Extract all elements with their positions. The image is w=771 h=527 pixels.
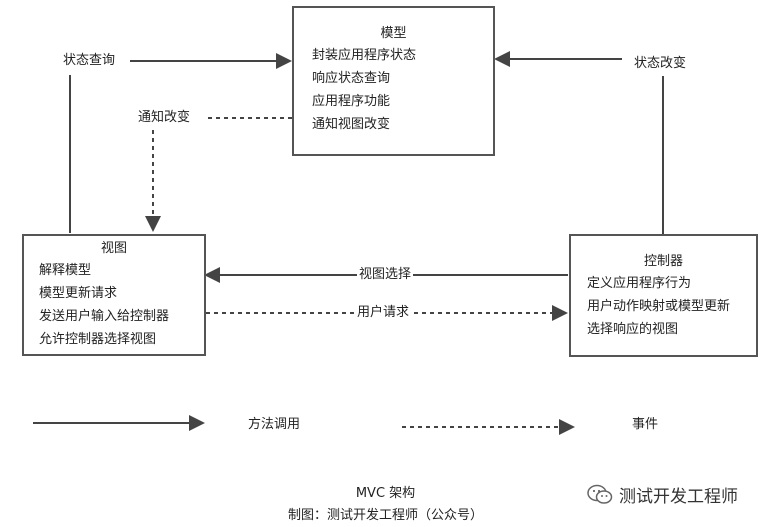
state-change-label: 状态改变 <box>632 55 689 73</box>
legend-method-call-label: 方法调用 <box>246 416 303 434</box>
model-item: 封装应用程序状态 <box>312 48 417 63</box>
view-select-label: 视图选择 <box>357 266 414 284</box>
model-title: 模型 <box>380 26 407 41</box>
notify-change-label: 通知改变 <box>136 109 193 127</box>
model-item: 通知视图改变 <box>312 117 391 132</box>
watermark-text: 测试开发工程师 <box>619 487 738 507</box>
wechat-icon <box>587 484 613 504</box>
user-request-label: 用户请求 <box>355 304 412 322</box>
model-box: 模型 封装应用程序状态 响应状态查询 应用程序功能 通知视图改变 <box>292 6 495 156</box>
state-query-label: 状态查询 <box>61 52 118 70</box>
state-change-arrow <box>494 51 664 234</box>
model-item: 响应状态查询 <box>312 71 391 86</box>
diagram-title: MVC 架构 <box>355 486 416 501</box>
controller-item: 用户动作映射或模型更新 <box>587 299 731 314</box>
legend-event-label: 事件 <box>630 416 661 434</box>
view-item: 解释模型 <box>39 263 92 278</box>
view-item: 发送用户输入给控制器 <box>39 309 170 324</box>
view-item: 允许控制器选择视图 <box>39 332 157 347</box>
view-item: 模型更新请求 <box>39 286 118 301</box>
watermark: 测试开发工程师 <box>587 482 738 507</box>
view-box: 视图 解释模型 模型更新请求 发送用户输入给控制器 允许控制器选择视图 <box>22 234 206 356</box>
controller-box: 控制器 定义应用程序行为 用户动作映射或模型更新 选择响应的视图 <box>569 234 758 357</box>
controller-item: 选择响应的视图 <box>587 322 679 337</box>
view-title: 视图 <box>100 241 127 256</box>
controller-item: 定义应用程序行为 <box>587 276 692 291</box>
controller-title: 控制器 <box>643 254 683 269</box>
diagram-credit: 制图：测试开发工程师（公众号） <box>287 508 483 523</box>
state-query-arrow <box>69 53 292 233</box>
model-item: 应用程序功能 <box>312 94 391 109</box>
notify-change-arrow <box>145 117 292 232</box>
